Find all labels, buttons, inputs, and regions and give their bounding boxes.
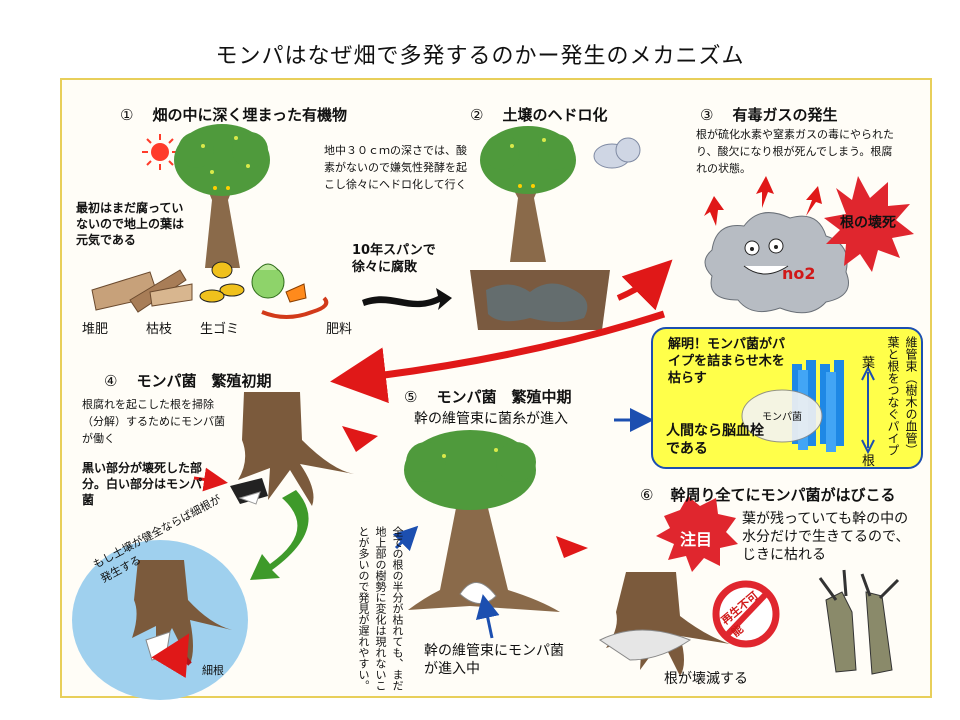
red-triangle-5-6 <box>556 536 588 558</box>
burst-label: 根の壊死 <box>840 212 896 232</box>
material-fertilizer: 肥料 <box>326 318 352 337</box>
step4-title: モンパ菌 繁殖初期 <box>137 372 272 390</box>
step6-desc: 葉が残っていても幹の中の水分だけで生きてるので、じきに枯れる <box>742 510 918 564</box>
material-compost: 堆肥 <box>82 318 108 337</box>
step1-note: 最初はまだ腐っていないので地上の葉は元気である <box>76 200 184 248</box>
fungus-label: モンパ菌 <box>762 408 802 423</box>
step2-title: 土壌のヘドロ化 <box>503 106 608 124</box>
gas-label: no2 <box>782 264 816 283</box>
step3-title: 有毒ガスの発生 <box>733 106 838 124</box>
step4-number: ④ <box>104 372 117 390</box>
green-curved-arrow <box>250 490 309 580</box>
leaf-label: 葉 <box>862 352 875 371</box>
step5-title: モンパ菌 繁殖中期 <box>437 388 572 406</box>
time-arrow <box>362 288 452 310</box>
tree-mid-stage <box>404 430 560 612</box>
sludge-soil <box>470 270 610 330</box>
material-branches: 枯枝 <box>146 318 172 337</box>
time-caption: 10年スパンで徐々に腐敗 <box>352 242 448 276</box>
thin-root-label: 細根 <box>202 662 224 678</box>
step6-header: ⑥ 幹周り全てにモンパ菌がはびこる <box>640 484 896 505</box>
sun-icon <box>142 134 178 170</box>
step3-header: ③ 有毒ガスの発生 <box>700 104 838 125</box>
root-label: 根 <box>862 450 875 469</box>
attention-label: 注目 <box>680 526 712 550</box>
step6-title: 幹周り全てにモンパ菌がはびこる <box>671 486 896 504</box>
step5-number: ⑤ <box>404 388 417 406</box>
step2-desc: 地中３０ｃｍの深さでは、酸素がないので嫌気性発酵を起こし徐々にヘドロ化して行く <box>324 142 472 193</box>
organic-matter-icons <box>92 262 326 317</box>
analogy-text: 人間なら脳血栓である <box>666 422 776 458</box>
step5-subtitle: 幹の維管束に菌糸が進入 <box>414 408 568 428</box>
healthy-tree-1 <box>174 124 270 268</box>
step5-side-note: 全ての根の半分が枯れても、まだ地上部の樹勢に変化は現れないことが多いので発見が遅… <box>322 526 406 694</box>
step3-desc: 根が硫化水素や窒素ガスの毒にやられたり、酸欠になり根が死んでしまう。根腐れの状態… <box>696 126 900 177</box>
dead-stump-6 <box>600 572 730 676</box>
step1-header: ① 畑の中に深く埋まった有機物 <box>120 104 347 125</box>
step2-number: ② <box>470 106 483 124</box>
withered-trees <box>820 570 898 674</box>
cloud-icon <box>594 138 640 168</box>
red-triangle-4-5 <box>342 426 378 452</box>
step6-bottom-caption: 根が壊滅する <box>664 668 748 688</box>
explain-headline: 解明！モンパ菌がパイプを詰まらせ木を枯らす <box>668 336 792 387</box>
step1-title: 畑の中に深く埋まった有機物 <box>153 106 347 124</box>
stump-early <box>230 392 354 506</box>
step3-number: ③ <box>700 106 713 124</box>
step5-header: ⑤ モンパ菌 繁殖中期 <box>404 386 572 407</box>
toxic-gas-cloud <box>705 213 849 313</box>
step1-number: ① <box>120 106 133 124</box>
step6-number: ⑥ <box>640 486 653 504</box>
vascular-note: 維管束（樹木の血管）葉と根をつなぐパイプ <box>880 336 920 462</box>
healthy-tree-2 <box>480 126 576 262</box>
step4-header: ④ モンパ菌 繁殖初期 <box>104 370 272 391</box>
step4-note: 黒い部分が壊死した部分。白い部分はモンパ菌 <box>82 460 206 508</box>
material-food-waste: 生ゴミ <box>200 318 239 337</box>
flow-arrow-2-3 <box>618 268 664 298</box>
step2-header: ② 土壌のヘドロ化 <box>470 104 608 125</box>
step4-desc: 根腐れを起こした根を掃除（分解）するためにモンパ菌が働く <box>82 396 232 447</box>
step5-bottom-caption: 幹の維管束にモンパ菌が進入中 <box>424 642 574 678</box>
